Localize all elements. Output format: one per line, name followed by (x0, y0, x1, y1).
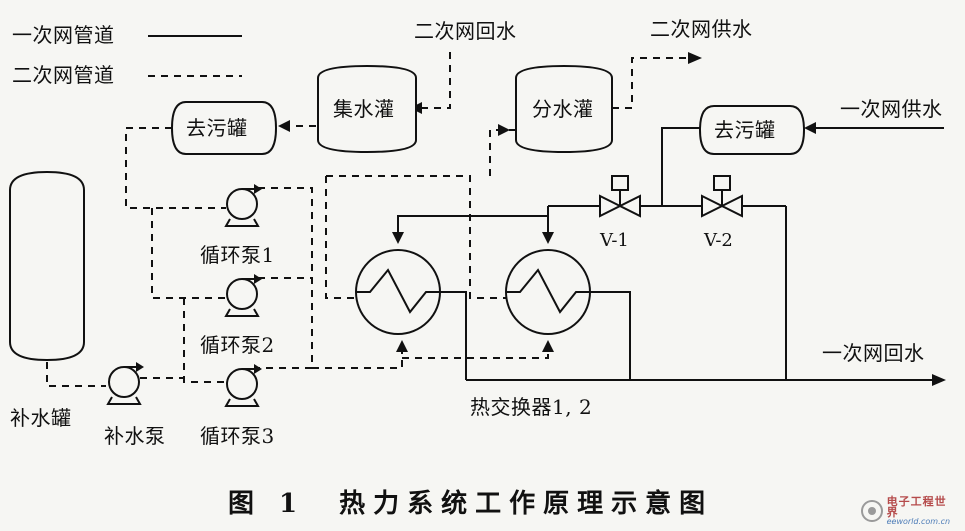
makeup-pump: 补水泵 (104, 362, 166, 448)
watermark-logo-icon (861, 500, 883, 522)
sewage-tank-left-label: 去污罐 (186, 116, 248, 140)
valve-1: V-1 (599, 175, 641, 251)
arrow-into-distributor (498, 124, 510, 136)
sewage-tank-left: 去污罐 (170, 101, 278, 155)
pump-2-label: 循环泵2 (200, 333, 275, 357)
exch-outlet-pipe (326, 175, 506, 299)
primary-supply-label: 一次网供水 (840, 97, 943, 121)
arrow-exch1-secondary-in (396, 340, 408, 352)
heat-exchangers-label: 热交换器1, 2 (470, 395, 592, 419)
pump-3: 循环泵3 (200, 364, 275, 448)
collector-tank-label: 集水灌 (333, 97, 395, 121)
secondary-return-pipe (418, 52, 451, 109)
heat-exchanger-1-coil (356, 268, 440, 314)
pump-to-exch2-pipe (402, 346, 549, 359)
arrow-secondary-supply (688, 52, 702, 64)
makeup-pump-label: 补水泵 (104, 424, 166, 448)
pump-to-exch1-pipe (312, 346, 403, 369)
figure-caption: 图 1 热力系统工作原理示意图 (228, 488, 713, 519)
sewage-tank-right-label: 去污罐 (714, 118, 776, 142)
exch1-outlet-pipe (325, 176, 360, 299)
secondary-supply-label: 二次网供水 (650, 17, 753, 41)
exch-to-distributor-pipe (489, 129, 516, 176)
heat-exchanger-2 (505, 249, 591, 335)
primary-return-label: 一次网回水 (822, 341, 925, 365)
legend-secondary-label: 二次网管道 (12, 63, 115, 87)
flow-arrows (278, 52, 946, 386)
legend-primary-label: 一次网管道 (12, 23, 115, 47)
secondary-piping (46, 52, 692, 387)
makeup-tank-body (9, 170, 85, 362)
secondary-supply-pipe (612, 57, 692, 109)
watermark-text: 电子工程世界 eeworld.com.cn (887, 496, 957, 526)
collector-tank: 集水灌 (317, 64, 417, 154)
arrow-exch1-in (392, 232, 404, 244)
pump3-inlet-pipe (183, 298, 226, 383)
arrow-into-sewage-left (278, 120, 290, 132)
sewage-to-pump1-pipe (125, 127, 226, 209)
makeup-tank-pipe (46, 362, 106, 387)
distributor-tank: 分水灌 (515, 64, 613, 154)
heat-exchanger-2-coil (506, 268, 590, 314)
sewage-to-manifold-pipe (661, 127, 700, 206)
valve-2-label: V-2 (703, 230, 733, 251)
pump-inlet-header (151, 208, 226, 299)
makeup-tank-label: 补水罐 (10, 406, 72, 430)
valve-2: V-2 (701, 175, 743, 251)
sewage-tank-right: 去污罐 (698, 105, 806, 155)
arrow-exch2-in (542, 232, 554, 244)
watermark-line1: 电子工程世界 (886, 495, 947, 519)
exch1-return-pipe (440, 291, 467, 380)
arrow-exch2-secondary-in (542, 340, 554, 352)
watermark-line2: eeworld.com.cn (886, 517, 951, 526)
valve-1-label: V-1 (599, 230, 629, 251)
legend: 一次网管道 二次网管道 (12, 23, 242, 87)
heat-exchanger-1 (355, 249, 441, 335)
exch1-feed-pipe (397, 206, 549, 240)
pump-1: 循环泵1 (200, 184, 275, 267)
exch2-return-pipe (588, 291, 631, 380)
secondary-return-label: 二次网回水 (414, 19, 517, 43)
makeup-tank: 补水罐 (9, 170, 85, 430)
watermark: 电子工程世界 eeworld.com.cn (861, 496, 957, 526)
pump-3-label: 循环泵3 (200, 424, 275, 448)
pump-2: 循环泵2 (200, 274, 275, 357)
arrow-primary-return (932, 374, 946, 386)
distributor-tank-label: 分水灌 (532, 97, 594, 121)
pump-1-label: 循环泵1 (200, 243, 275, 267)
arrow-into-sewage-right (804, 122, 816, 134)
primary-piping (397, 127, 944, 381)
